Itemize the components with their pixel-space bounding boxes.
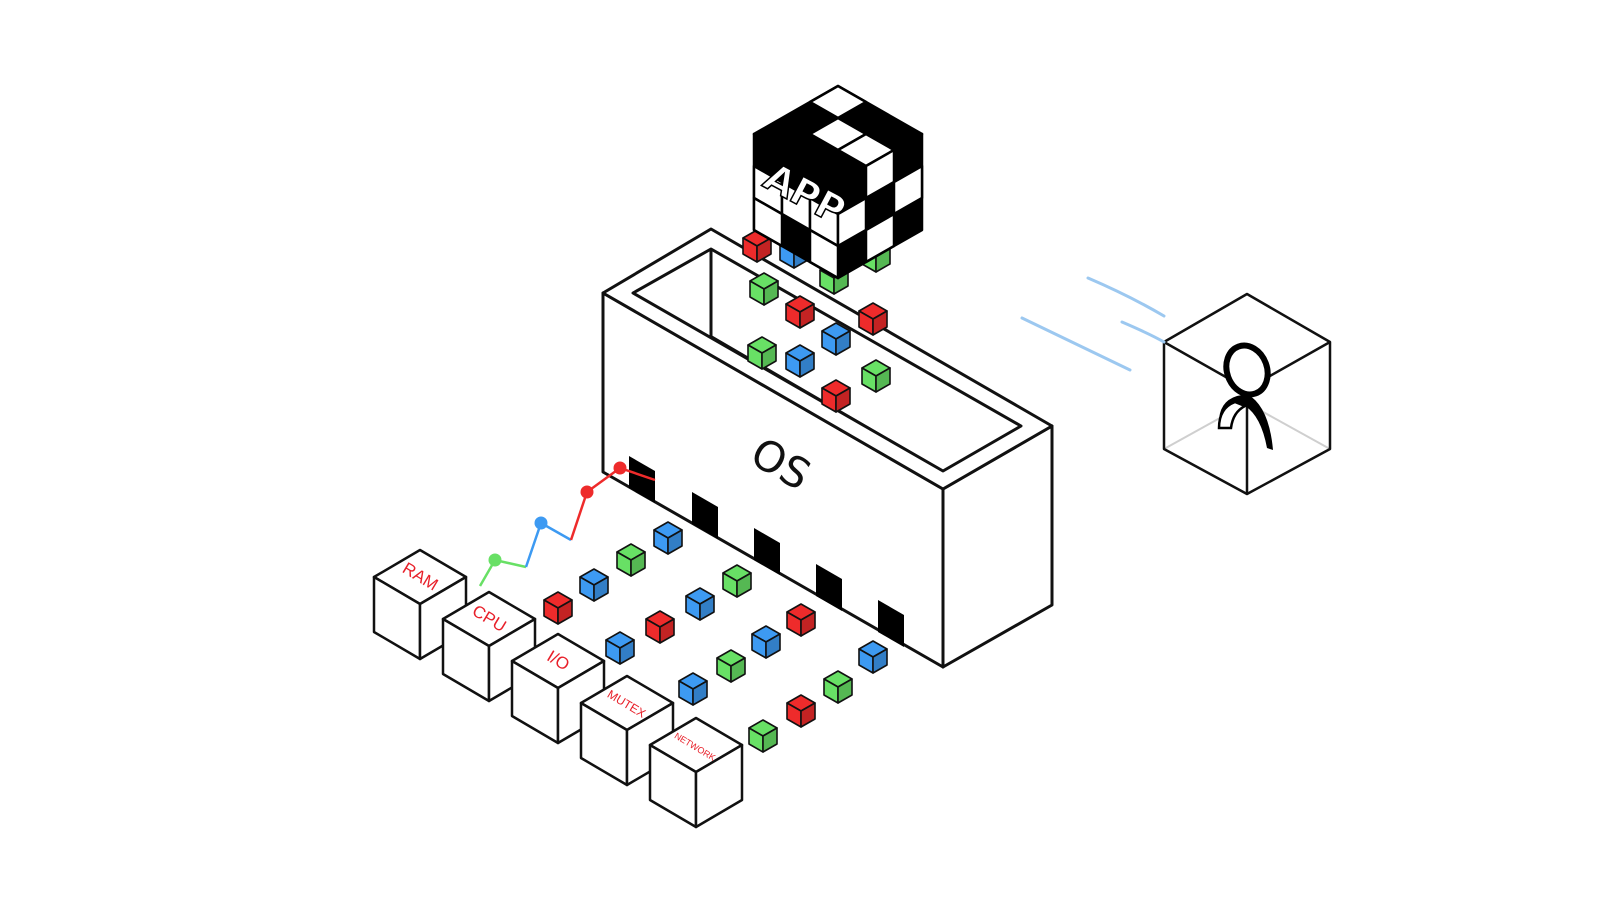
motion-lines — [1020, 276, 1166, 372]
blue-block — [579, 568, 609, 602]
green-block — [823, 670, 853, 704]
os-ports — [629, 456, 904, 647]
blue-block — [785, 344, 815, 378]
green-block — [861, 359, 891, 393]
app-cube — [752, 84, 924, 280]
port — [878, 600, 904, 647]
red-block — [786, 694, 816, 728]
red-block — [858, 302, 888, 336]
red-block — [786, 603, 816, 637]
red-block — [543, 591, 573, 625]
green-block — [716, 649, 746, 683]
green-block — [747, 336, 777, 370]
port — [692, 492, 718, 539]
blue-block — [678, 672, 708, 706]
red-block — [785, 295, 815, 329]
blue-block — [821, 322, 851, 356]
usage-point — [613, 461, 627, 475]
blue-block — [685, 587, 715, 621]
port — [816, 564, 842, 611]
blue-block — [751, 625, 781, 659]
blue-block — [858, 640, 888, 674]
port — [629, 456, 655, 503]
green-block — [616, 543, 646, 577]
port — [754, 528, 780, 575]
red-block — [645, 610, 675, 644]
green-block — [749, 272, 779, 306]
usage-point — [488, 553, 502, 567]
resource-box-network: NETWORK — [648, 716, 744, 829]
red-block — [821, 379, 851, 413]
blue-block — [605, 631, 635, 665]
usage-point — [580, 485, 594, 499]
usage-point — [534, 516, 548, 530]
usage-line — [478, 461, 656, 587]
green-block — [748, 719, 778, 753]
os-container — [601, 227, 1054, 669]
blue-block — [653, 521, 683, 555]
resource-request-cubes — [543, 521, 888, 753]
user-icon — [1217, 342, 1273, 450]
green-block — [722, 564, 752, 598]
